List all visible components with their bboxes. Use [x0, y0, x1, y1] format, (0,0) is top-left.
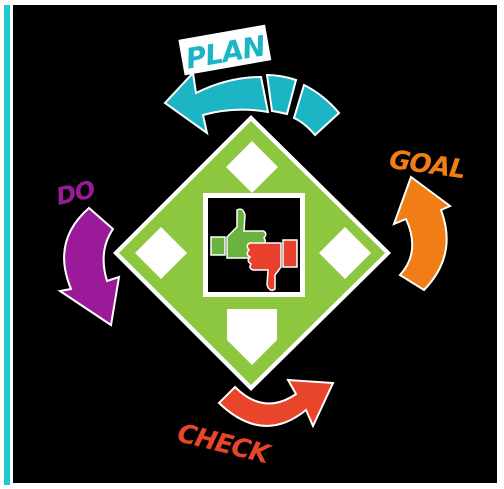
check-arrow — [217, 378, 335, 429]
left-plate — [135, 227, 187, 279]
do-arrow-body — [57, 206, 121, 327]
do-arrow — [57, 206, 121, 327]
plan-label: PLAN — [183, 29, 268, 75]
top-plate — [226, 141, 278, 193]
diagram-canvas: PLAN GOAL DO CHECK — [13, 5, 497, 483]
plan-arrow-segment-2 — [292, 83, 341, 137]
home-plate — [227, 309, 277, 365]
plan-arrow — [163, 70, 341, 137]
right-plate — [319, 227, 371, 279]
do-label: DO — [54, 175, 98, 210]
thumbs-up-thumbs-down-icon — [203, 193, 305, 297]
plan-label-background — [178, 24, 272, 76]
thumbs-down-icon — [246, 239, 298, 292]
goal-arrow-body — [392, 175, 452, 292]
goal-arrow — [392, 175, 452, 292]
left-accent-bar — [4, 5, 10, 485]
plan-arrow-segment-1 — [265, 73, 298, 116]
goal-label: GOAL — [387, 145, 467, 185]
plan-arrow-body — [163, 70, 270, 136]
check-arrow-body — [217, 378, 335, 429]
plan-label-box: PLAN — [178, 24, 272, 76]
pdca-diagram: PLAN GOAL DO CHECK — [54, 24, 467, 471]
